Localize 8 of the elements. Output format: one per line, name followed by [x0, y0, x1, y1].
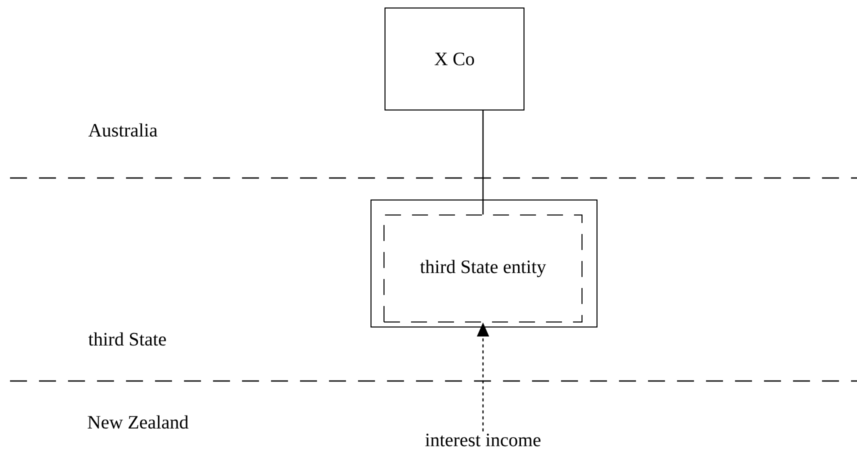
region-label: Australia — [88, 123, 158, 137]
income-text: interest income — [425, 434, 540, 446]
connector — [482, 110, 484, 214]
company-box: X Co — [384, 8, 524, 110]
entity-box: third State entity — [384, 214, 582, 322]
region-label: third State — [88, 332, 166, 346]
region-label: New Zealand — [88, 415, 188, 429]
outer-box — [370, 200, 598, 328]
